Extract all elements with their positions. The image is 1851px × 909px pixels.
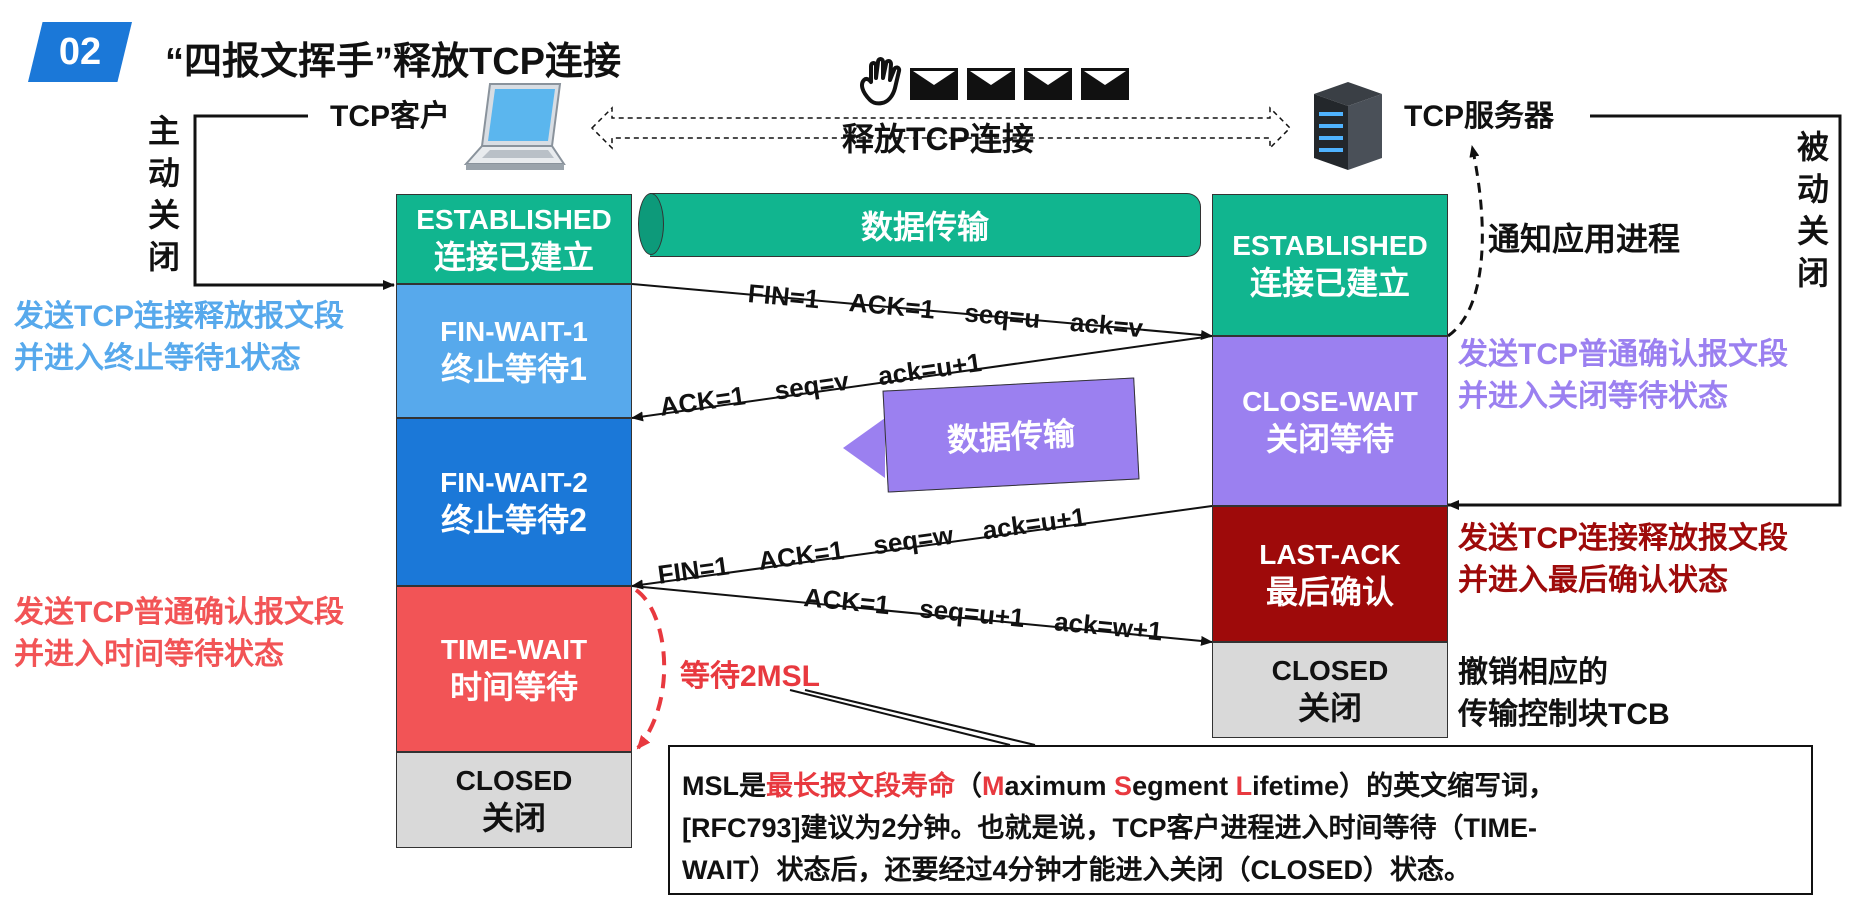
envelope-icon	[910, 68, 958, 100]
data-transfer-arrow-head	[843, 418, 885, 478]
release-label: 释放TCP连接	[842, 121, 1035, 157]
server-note-close-wait: 发送TCP普通确认报文段并进入关闭等待状态	[1458, 338, 1788, 413]
client-name: TCP客户	[330, 100, 450, 133]
envelope-icon	[1081, 68, 1129, 100]
passive-close-label: 被 动 关 闭	[1796, 129, 1829, 291]
envelope-icon	[1024, 68, 1072, 100]
page-title: “四报文挥手”释放TCP连接	[165, 41, 622, 83]
wait-arc	[634, 588, 667, 750]
release-arrow	[590, 106, 1292, 150]
active-close-line	[193, 114, 395, 290]
msl-note: MSL是最长报文段寿命（Maximum Segment Lifetime）的英文…	[668, 745, 1813, 895]
server-name: TCP服务器	[1404, 100, 1554, 133]
client-note-time-wait: 发送TCP普通确认报文段并进入时间等待状态	[14, 596, 344, 671]
laptop-icon	[463, 83, 566, 170]
notify-label: 通知应用进程	[1488, 221, 1681, 257]
data-transfer-bar: 数据传输	[650, 193, 1201, 257]
note-pointer	[789, 689, 1011, 746]
data-transfer-bar-cap	[638, 193, 664, 255]
message-arrow-1	[631, 283, 1213, 340]
section-badge: 02	[28, 22, 132, 82]
notify-arrow	[1447, 145, 1484, 338]
message-arrow-4	[631, 585, 1213, 646]
server-note-last-ack: 发送TCP连接释放报文段并进入最后确认状态	[1458, 522, 1788, 597]
message-arrow-3	[631, 505, 1213, 590]
passive-close-line	[1447, 114, 1842, 510]
server-icon	[1314, 82, 1382, 170]
active-close-label: 主 动 关 闭	[147, 113, 180, 275]
envelope-icon	[967, 68, 1015, 100]
hand-icon	[860, 57, 902, 106]
wait-2msl-label: 等待2MSL	[680, 660, 821, 693]
client-note-fin-wait-1: 发送TCP连接释放报文段并进入终止等待1状态	[14, 300, 344, 375]
message-arrow-2	[631, 335, 1213, 422]
server-note-closed: 撤销相应的传输控制块TCB	[1458, 656, 1670, 731]
data-transfer-arrow: 数据传输	[882, 377, 1140, 493]
